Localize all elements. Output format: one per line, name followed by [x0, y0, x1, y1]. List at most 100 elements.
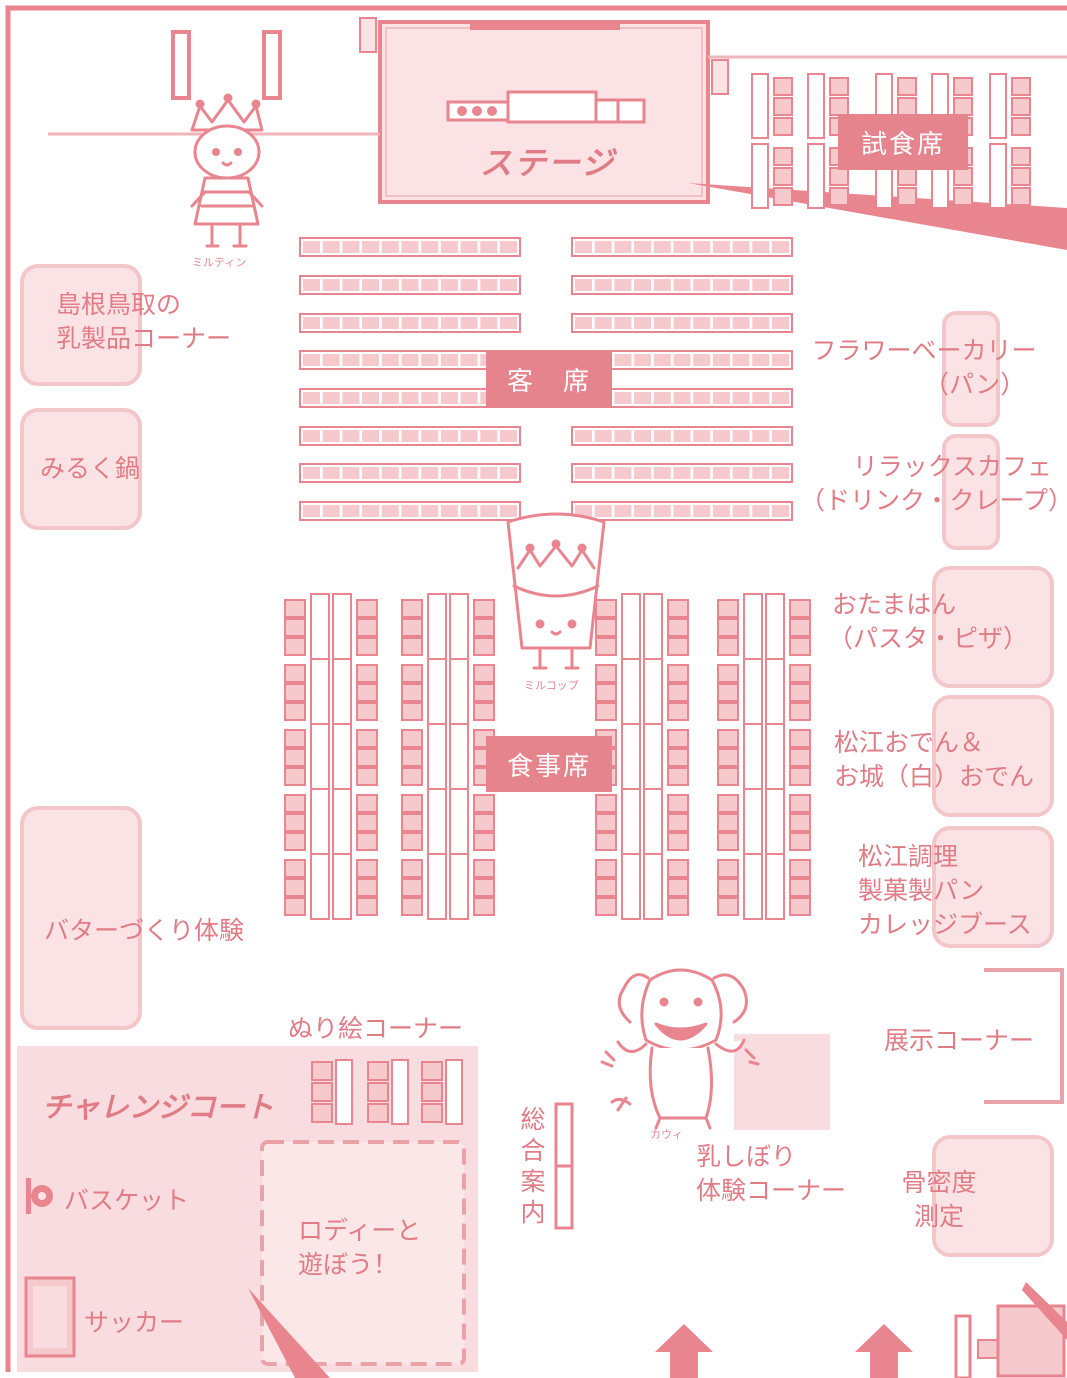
tasting-table [807, 143, 825, 209]
audience-seat [634, 392, 652, 404]
coloring-chair [421, 1082, 443, 1102]
audience-seat [421, 430, 439, 442]
dining-chair [667, 599, 689, 618]
info-char-1: 総 [520, 1105, 546, 1134]
dining-chair [284, 748, 306, 767]
dining-table [332, 658, 352, 725]
otamahan-line1: おたまはん [832, 590, 957, 619]
milk-nabe-label: みるく鍋 [40, 454, 141, 483]
dining-chair [717, 683, 739, 702]
dining-table [621, 723, 641, 790]
audience-seat [362, 467, 380, 479]
audience-seat [421, 467, 439, 479]
audience-seat [421, 241, 439, 253]
dining-chair [356, 702, 378, 721]
audience-seat [342, 279, 360, 291]
cafe-line2: （ドリンク・クレープ） [800, 486, 1067, 515]
dining-chair [789, 767, 811, 786]
audience-seat [634, 467, 652, 479]
dining-chair [789, 813, 811, 832]
audience-seat [673, 430, 691, 442]
stage-top-bar [470, 22, 620, 30]
dining-chair [473, 878, 495, 897]
audience-seat [401, 392, 419, 404]
dining-table [310, 593, 330, 660]
audience-seat [303, 279, 320, 291]
audience-seat [322, 279, 340, 291]
audience-seat [732, 467, 750, 479]
audience-seat [614, 279, 632, 291]
audience-seat [653, 505, 671, 517]
dining-chair [789, 878, 811, 897]
audience-seat [772, 279, 789, 291]
audience-seat [732, 279, 750, 291]
dining-chair [356, 683, 378, 702]
dining-table [643, 593, 663, 660]
bone-density-label: 骨密度 測定 [894, 1166, 984, 1234]
audience-seat [634, 279, 652, 291]
audience-seat [653, 354, 671, 366]
dining-table [765, 658, 785, 725]
tasting-chair [953, 167, 973, 186]
dining-chair [595, 683, 617, 702]
audience-seat [594, 279, 612, 291]
audience-seat [634, 354, 652, 366]
audience-seat [693, 354, 711, 366]
audience-seat [362, 241, 380, 253]
audience-seat [575, 430, 592, 442]
audience-seat [401, 317, 419, 329]
dining-chair [356, 794, 378, 813]
dining-chair [595, 897, 617, 916]
stage-label: ステージ [480, 144, 616, 182]
dining-chair [284, 664, 306, 683]
tasting-seat-tag: 試食席 [838, 114, 968, 170]
otamahan-label: おたまはん （パスタ・ピザ） [828, 588, 1028, 656]
audience-seat [673, 279, 691, 291]
audience-seat [732, 430, 750, 442]
audience-seat [752, 279, 770, 291]
dining-chair [356, 832, 378, 851]
dining-table [310, 658, 330, 725]
audience-seat [772, 430, 789, 442]
audience-seat [440, 317, 458, 329]
audience-seat [421, 279, 439, 291]
basketball-label: バスケット [64, 1186, 190, 1215]
dining-chair [667, 878, 689, 897]
dining-chair [473, 859, 495, 878]
audience-seat [500, 241, 517, 253]
dining-table [765, 853, 785, 920]
dining-chair [667, 897, 689, 916]
audience-seat [594, 430, 612, 442]
dining-chair [717, 748, 739, 767]
dining-chair [401, 637, 423, 656]
milking-line2: 体験コーナー [696, 1176, 847, 1205]
dining-table [427, 658, 447, 725]
tasting-chair [897, 97, 917, 116]
dining-chair [401, 832, 423, 851]
audience-seat [614, 354, 632, 366]
audience-seat-tag: 客 席 [486, 350, 612, 408]
audience-seat [480, 430, 498, 442]
dining-chair [667, 637, 689, 656]
audience-seat [401, 430, 419, 442]
audience-seat [460, 241, 478, 253]
dining-table [743, 723, 763, 790]
college-booth-label: 松江調理 製菓製パン カレッジブース [858, 840, 1032, 942]
dining-chair [473, 832, 495, 851]
audience-seat [575, 467, 592, 479]
audience-seat [673, 354, 691, 366]
oden-label: 松江おでん＆ お城（白）おでん [834, 726, 1034, 794]
cafe-line1: リラックスカフェ [852, 452, 1052, 481]
challenge-court-label: チャレンジコート [42, 1090, 274, 1124]
dining-chair [789, 748, 811, 767]
dairy-corner-label: 島根鳥取の 乳製品コーナー [56, 288, 231, 356]
audience-seat [480, 317, 498, 329]
dining-chair [284, 859, 306, 878]
audience-seat [322, 467, 340, 479]
audience-seat [440, 467, 458, 479]
stage-side-grille [359, 17, 729, 95]
audience-seat [342, 430, 360, 442]
miltin-name: ミルティン [192, 256, 247, 269]
info-char-4: 内 [520, 1198, 546, 1227]
